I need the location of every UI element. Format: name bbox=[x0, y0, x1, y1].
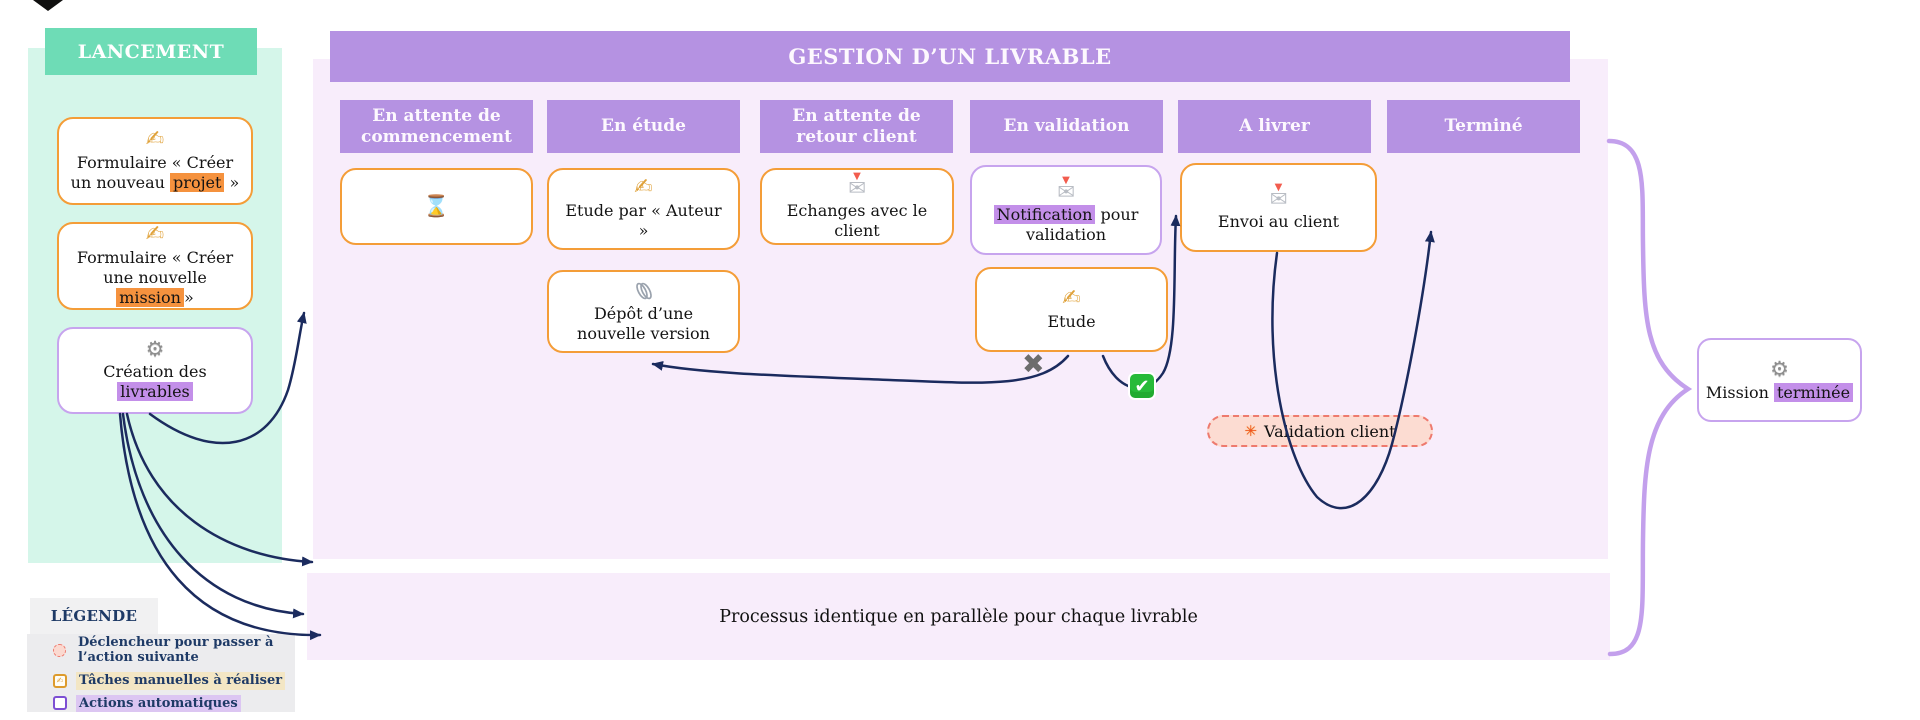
column-header-en-attente-commencement: En attente de commencement bbox=[340, 100, 533, 153]
legend-panel: Déclencheur pour passer à l’action suiva… bbox=[27, 634, 295, 713]
board-header: GESTION D’UN LIVRABLE bbox=[330, 31, 1570, 82]
gear-icon: ⚙ bbox=[1770, 356, 1789, 381]
writing-hand-icon: ✍ bbox=[1062, 285, 1081, 311]
node-label: Echanges avec le client bbox=[786, 201, 928, 240]
incoming-mail-icon: ▼✉ bbox=[848, 171, 866, 200]
parallel-process-text: Processus identique en parallèle pour ch… bbox=[719, 606, 1198, 627]
column-header-en-etude: En étude bbox=[547, 100, 740, 153]
highlight-mission: mission bbox=[116, 288, 184, 307]
column-header-en-validation: En validation bbox=[970, 100, 1163, 153]
node-label: Formulaire « Créer un nouveau projet » bbox=[70, 153, 240, 192]
lancement-header: LANCEMENT bbox=[45, 28, 257, 75]
node-label: Mission terminée bbox=[1706, 382, 1854, 402]
node-envoi-client: ▼✉ Envoi au client bbox=[1180, 163, 1377, 252]
node-etude-auteur: ✍ Etude par « Auteur » bbox=[547, 168, 740, 250]
highlight-projet: projet bbox=[170, 173, 225, 192]
cropped-logo-diamond-icon bbox=[33, 0, 63, 11]
node-form-new-project: ✍ Formulaire « Créer un nouveau projet » bbox=[57, 117, 253, 205]
column-header-a-livrer: A livrer bbox=[1178, 100, 1371, 153]
node-notification-validation: ▼✉ Notification pour validation bbox=[970, 165, 1162, 255]
incoming-mail-icon: ▼✉ bbox=[1269, 182, 1288, 211]
legend-label: Déclencheur pour passer à l’action suiva… bbox=[78, 634, 274, 666]
hourglass-icon: ⌛ bbox=[423, 194, 450, 218]
node-label: Formulaire « Créer une nouvelle mission» bbox=[76, 248, 234, 307]
gear-icon: ⚙ bbox=[145, 337, 165, 361]
approve-check-icon: ✔ bbox=[1128, 372, 1156, 400]
node-label: Etude par « Auteur » bbox=[565, 201, 722, 240]
writing-hand-icon: ✍ bbox=[145, 127, 165, 152]
legend-label: Tâches manuelles à réaliser bbox=[76, 672, 286, 690]
column-header-termine: Terminé bbox=[1387, 100, 1580, 153]
node-echanges-client: ▼✉ Echanges avec le client bbox=[760, 168, 954, 245]
trigger-validation-client: ✳ Validation client bbox=[1207, 415, 1433, 447]
node-label: Envoi au client bbox=[1217, 212, 1340, 231]
writing-hand-icon: ✍ bbox=[634, 175, 653, 200]
legend-header: LÉGENDE bbox=[30, 598, 158, 634]
legend-item-auto-actions: Actions automatiques bbox=[53, 694, 295, 713]
node-creation-livrables: ⚙ Création des livrables bbox=[57, 327, 253, 414]
collision-icon: ✳ bbox=[1244, 422, 1257, 440]
legend-item-trigger: Déclencheur pour passer à l’action suiva… bbox=[53, 634, 295, 667]
incoming-mail-icon: ▼✉ bbox=[1057, 174, 1075, 204]
brace-to-mission bbox=[1606, 138, 1693, 657]
auto-action-square-icon bbox=[53, 696, 67, 711]
node-form-new-mission: ✍ Formulaire « Créer une nouvelle missio… bbox=[57, 222, 253, 310]
legend-label: Actions automatiques bbox=[76, 694, 241, 713]
node-label: Etude bbox=[1047, 311, 1096, 331]
legend-title: LÉGENDE bbox=[50, 607, 138, 625]
reject-x-icon: ✖ bbox=[1022, 349, 1045, 380]
node-label: Création des livrables bbox=[103, 362, 207, 401]
node-label: Dépôt d’une nouvelle version bbox=[577, 303, 710, 343]
node-etude-validation: ✍ Etude bbox=[975, 267, 1168, 352]
highlight-livrables: livrables bbox=[117, 382, 193, 401]
trigger-label: Validation client bbox=[1263, 421, 1396, 441]
node-mission-terminee: ⚙ Mission terminée bbox=[1697, 338, 1862, 422]
highlight-notification: Notification bbox=[993, 204, 1096, 224]
board-title: GESTION D’UN LIVRABLE bbox=[788, 44, 1112, 69]
trigger-circle-icon bbox=[53, 643, 66, 657]
writing-hand-icon: ✍ bbox=[145, 222, 165, 247]
node-depot-nouvelle-version: Dépôt d’une nouvelle version bbox=[547, 270, 740, 353]
column-header-attente-retour-client: En attente de retour client bbox=[760, 100, 953, 153]
node-waiting: ⌛ bbox=[340, 168, 533, 245]
highlight-terminee: terminée bbox=[1773, 382, 1854, 402]
legend-item-manual-tasks: ✍ Tâches manuelles à réaliser bbox=[53, 672, 295, 690]
parallel-process-bar: Processus identique en parallèle pour ch… bbox=[307, 573, 1610, 660]
lancement-title: LANCEMENT bbox=[77, 40, 225, 63]
node-label: Notification pour validation bbox=[982, 204, 1150, 245]
paperclip-icon bbox=[635, 282, 652, 299]
manual-task-square-icon: ✍ bbox=[53, 673, 67, 688]
